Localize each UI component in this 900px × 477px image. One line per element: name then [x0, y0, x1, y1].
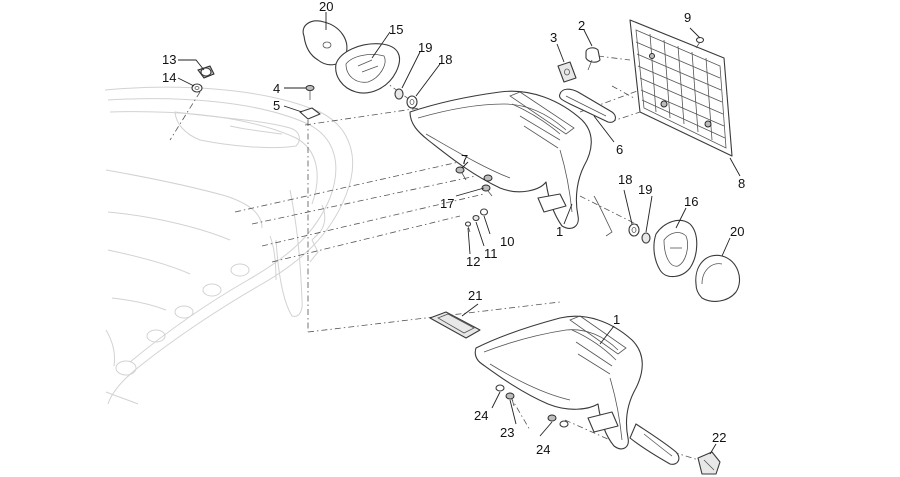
- nut-11: [472, 214, 480, 222]
- reflector-housing-top: [335, 43, 400, 94]
- nut-19-top: [394, 88, 404, 100]
- callout-3: 3: [550, 30, 557, 45]
- screw-24-right: [547, 414, 569, 428]
- callout-5: 5: [273, 98, 280, 113]
- callout-23: 23: [500, 425, 514, 440]
- callout-19-top: 19: [418, 40, 432, 55]
- callout-18-top: 18: [438, 52, 452, 67]
- nut-19-bottom: [641, 232, 651, 244]
- callout-22: 22: [712, 430, 726, 445]
- callout-10: 10: [500, 234, 514, 249]
- callout-1-lower: 1: [613, 312, 620, 327]
- screw-4: [305, 85, 315, 100]
- washer-14: [191, 83, 203, 93]
- callout-24-left: 24: [474, 408, 488, 423]
- reflector-housing-16: [653, 219, 698, 278]
- callout-11: 11: [484, 246, 498, 261]
- screw-13: [197, 65, 215, 79]
- screw-17: [481, 184, 493, 197]
- callout-18-bottom: 18: [618, 172, 632, 187]
- clip-5: [299, 107, 321, 120]
- license-plate-frame: [629, 19, 733, 157]
- plate-holder-bracket-lower: [474, 315, 680, 465]
- callout-1-upper: 1: [556, 224, 563, 239]
- rubber-buffer-22: [697, 451, 721, 475]
- reflector-plate-21: [429, 311, 481, 339]
- callout-14: 14: [162, 70, 176, 85]
- callout-24-right: 24: [536, 442, 550, 457]
- callout-9: 9: [684, 10, 691, 25]
- callout-2: 2: [578, 18, 585, 33]
- callout-8: 8: [738, 176, 745, 191]
- callout-12: 12: [466, 254, 480, 269]
- screw-24-left: [495, 384, 505, 392]
- rear-body-outline: [104, 86, 354, 405]
- callout-6: 6: [616, 142, 623, 157]
- lens-cover-bottom: [695, 254, 740, 302]
- clip-3: [557, 61, 577, 83]
- leader-lines: [177, 12, 741, 455]
- callout-7: 7: [461, 152, 468, 167]
- screw-9: [695, 36, 705, 49]
- washer-10: [479, 208, 489, 216]
- screw-12: [464, 221, 472, 233]
- callout-13: 13: [162, 52, 176, 67]
- callout-20-top: 20: [319, 0, 333, 14]
- callout-19-bottom: 19: [638, 182, 652, 197]
- callout-20-bottom: 20: [730, 224, 744, 239]
- callout-17: 17: [440, 196, 454, 211]
- callout-15: 15: [389, 22, 403, 37]
- screw-23: [505, 392, 515, 407]
- callout-21: 21: [468, 288, 482, 303]
- callout-4: 4: [273, 81, 280, 96]
- screw-7b: [483, 174, 493, 182]
- bolt-2: [585, 47, 601, 71]
- washer-18-bottom: [628, 223, 640, 237]
- rubber-strip-6: [558, 88, 617, 123]
- screw-7: [455, 166, 467, 181]
- assembly-axes: [169, 55, 706, 463]
- callout-16: 16: [684, 194, 698, 209]
- plate-holder-bracket-upper: [409, 90, 613, 237]
- washer-18-top: [406, 95, 418, 109]
- callout-labels: 20 15 13 14 4 5 19 18 3 2 9 6 8 7 17 10 …: [162, 0, 745, 457]
